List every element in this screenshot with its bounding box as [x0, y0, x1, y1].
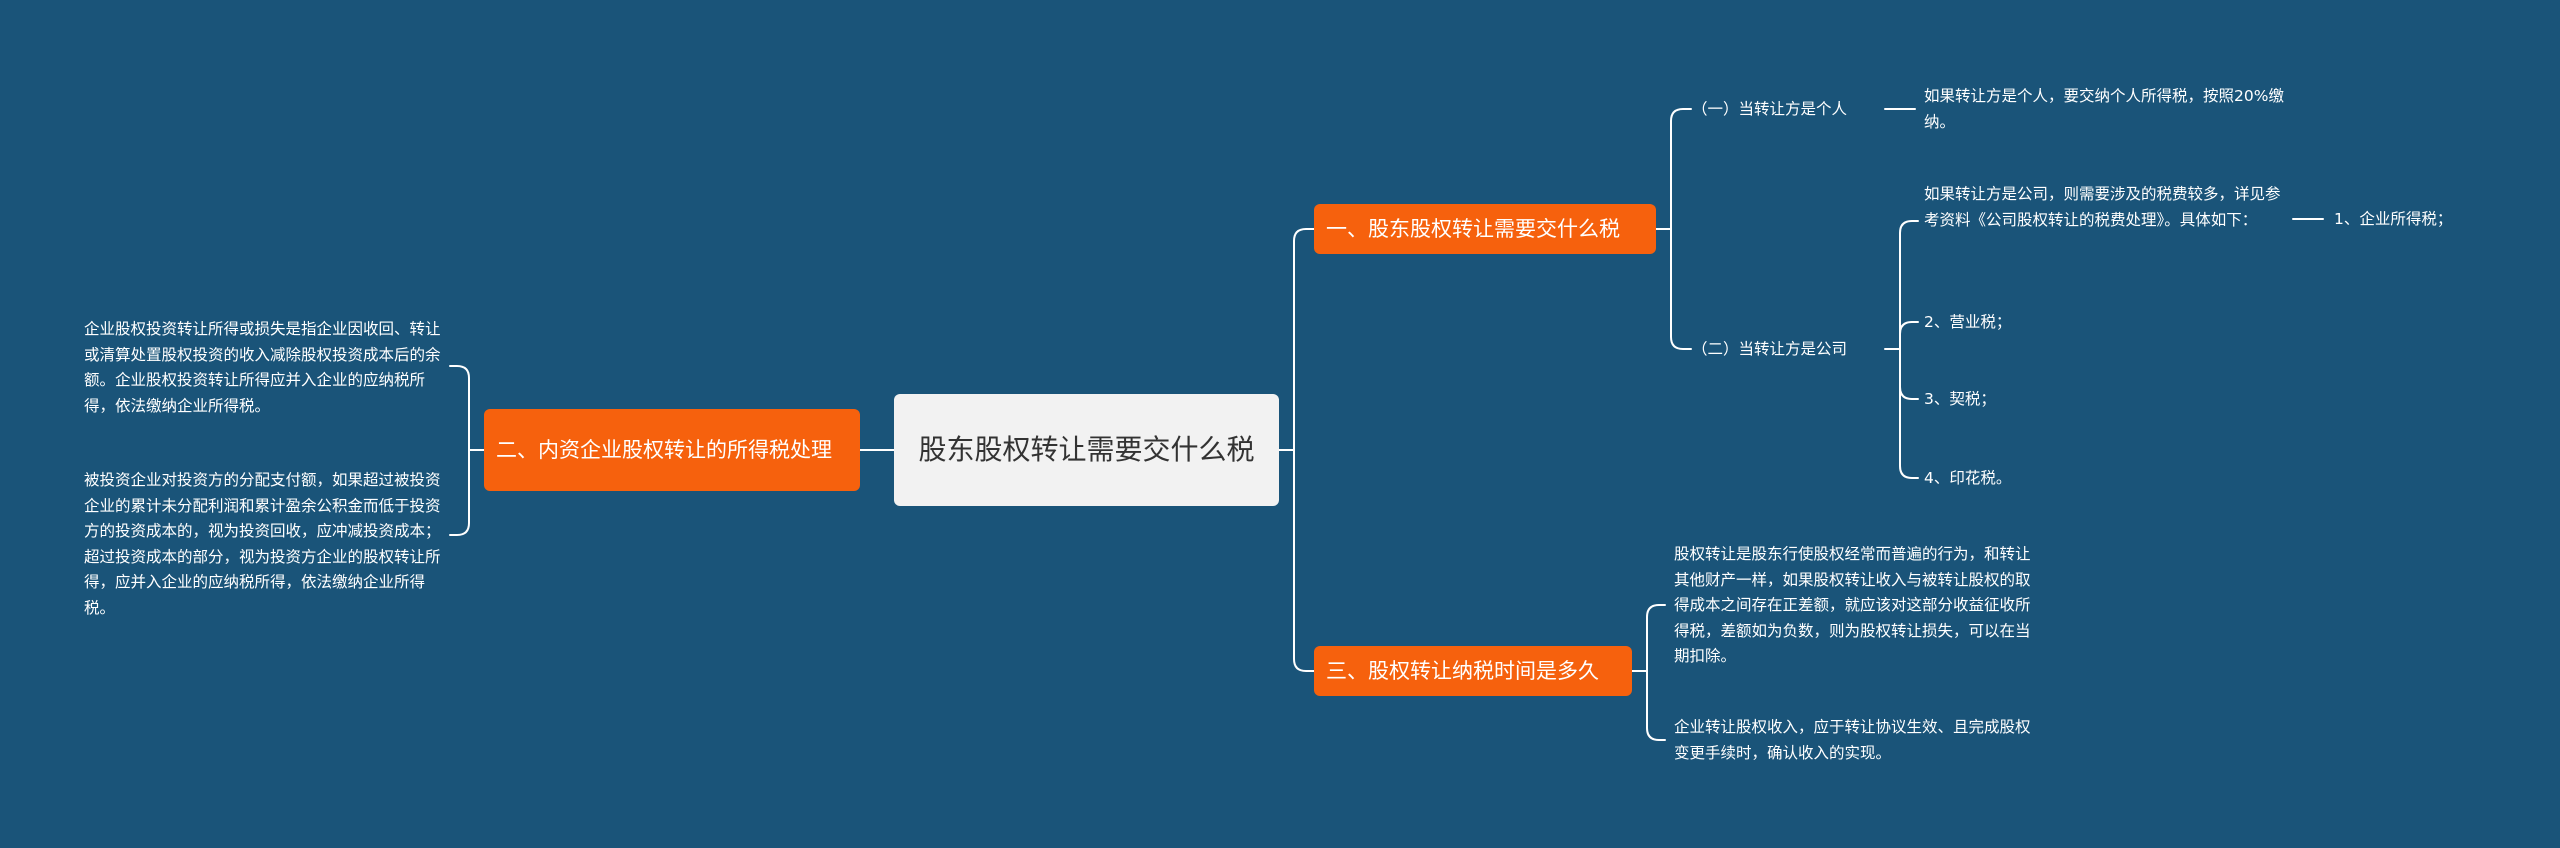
branch-node-3[interactable]: 三、股权转让纳税时间是多久: [1314, 646, 1632, 696]
link-branch1-sub2: [1670, 228, 1692, 350]
link-sub2-item2: [1899, 348, 1919, 400]
topic-branch3-note-2-text: 企业转让股权收入，应于转让协议生效、且完成股权变更手续时，确认收入的实现。: [1674, 718, 2031, 762]
topic-branch3-note-1[interactable]: 股权转让是股东行使股权经常而普遍的行为，和转让其他财产一样，如果股权转让收入与被…: [1674, 542, 2036, 670]
branch-node-1[interactable]: 一、股东股权转让需要交什么税: [1314, 204, 1656, 254]
topic-sub2-item-2-text: 3、契税；: [1924, 390, 1996, 408]
link-root-branch1: [1278, 228, 1315, 451]
topic-sub2-item-3[interactable]: 4、印花税。: [1924, 465, 2011, 491]
topic-sub1-detail-text: 如果转让方是个人，要交纳个人所得税，按照20%缴纳。: [1924, 87, 2284, 131]
root-text: 股东股权转让需要交什么税: [918, 433, 1255, 466]
topic-sub2[interactable]: （二）当转让方是公司: [1692, 336, 1847, 362]
topic-branch3-note-1-text: 股权转让是股东行使股权经常而普遍的行为，和转让其他财产一样，如果股权转让收入与被…: [1674, 545, 2031, 665]
branch-node-2[interactable]: 二、内资企业股权转让的所得税处理: [484, 409, 860, 491]
topic-sub1[interactable]: （一）当转让方是个人: [1692, 96, 1847, 122]
link-sub2-item3: [1899, 348, 1919, 479]
link-branch1-sub1: [1655, 108, 1692, 230]
link-sub2-detail: [1884, 220, 1919, 350]
topic-sub1-label: （一）当转让方是个人: [1692, 100, 1848, 118]
branch-1-label: 一、股东股权转让需要交什么税: [1326, 217, 1620, 241]
topic-branch2-note-1[interactable]: 企业股权投资转让所得或损失是指企业因收回、转让或清算处置股权投资的收入减除股权投…: [84, 317, 446, 419]
topic-sub2-detail-child-text: 1、企业所得税；: [2334, 210, 2453, 228]
link-branch2-note2: [449, 449, 470, 536]
topic-branch2-note-2-text: 被投资企业对投资方的分配支付额，如果超过被投资企业的累计未分配利润和累计盈余公积…: [84, 471, 441, 617]
topic-branch3-note-2[interactable]: 企业转让股权收入，应于转让协议生效、且完成股权变更手续时，确认收入的实现。: [1674, 715, 2036, 766]
topic-sub2-item-1[interactable]: 2、营业税；: [1924, 309, 2011, 335]
topic-sub1-detail[interactable]: 如果转让方是个人，要交纳个人所得税，按照20%缴纳。: [1924, 84, 2296, 135]
root-node[interactable]: 股东股权转让需要交什么税: [894, 394, 1279, 506]
topic-sub2-item-3-text: 4、印花税。: [1924, 469, 2012, 487]
link-branch3-note1: [1631, 604, 1666, 672]
branch-3-label: 三、股权转让纳税时间是多久: [1326, 659, 1599, 683]
topic-sub2-detail-child[interactable]: 1、企业所得税；: [2334, 206, 2452, 232]
topic-branch2-note-1-text: 企业股权投资转让所得或损失是指企业因收回、转让或清算处置股权投资的收入减除股权投…: [84, 320, 441, 415]
topic-sub2-detail[interactable]: 如果转让方是公司，则需要涉及的税费较多，详见参考资料《公司股权转让的税费处理》。…: [1924, 182, 2292, 233]
topic-sub2-detail-text: 如果转让方是公司，则需要涉及的税费较多，详见参考资料《公司股权转让的税费处理》。…: [1924, 185, 2281, 229]
topic-sub2-item-2[interactable]: 3、契税；: [1924, 386, 1996, 412]
link-root-branch3: [1293, 449, 1315, 672]
topic-sub2-item-1-text: 2、营业税；: [1924, 313, 2012, 331]
link-branch2-note1: [449, 365, 485, 451]
branch-2-label: 二、内资企业股权转让的所得税处理: [496, 438, 832, 462]
topic-sub2-label: （二）当转让方是公司: [1692, 340, 1848, 358]
link-branch3-note2: [1646, 670, 1666, 741]
link-sub2-item1b: [1899, 321, 1919, 350]
topic-branch2-note-2[interactable]: 被投资企业对投资方的分配支付额，如果超过被投资企业的累计未分配利润和累计盈余公积…: [84, 468, 446, 621]
